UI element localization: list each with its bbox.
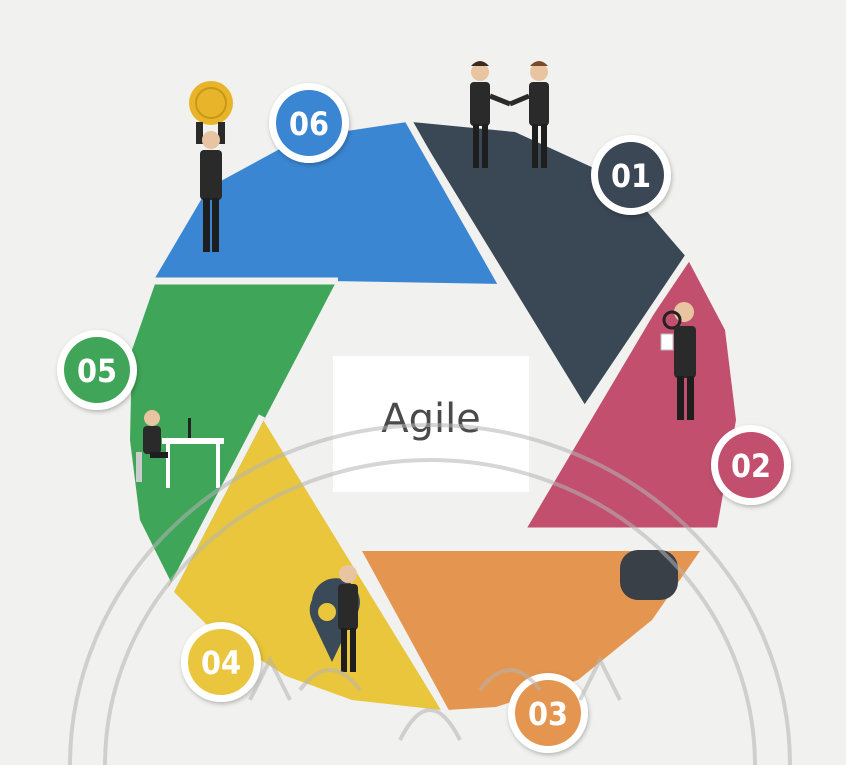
location-pin-person-icon <box>309 565 360 672</box>
badge-05: 05 <box>57 330 137 410</box>
badge-06-label: 06 <box>289 105 329 143</box>
handshake-icon <box>470 61 549 168</box>
badge-06: 06 <box>269 83 349 163</box>
badge-02: 02 <box>711 425 791 505</box>
badge-03-label: 03 <box>528 695 568 733</box>
center-label: Agile <box>381 396 481 442</box>
segment-03 <box>357 551 700 710</box>
badge-04: 04 <box>181 622 261 702</box>
badge-04-label: 04 <box>201 644 241 682</box>
badge-03: 03 <box>508 673 588 753</box>
desk-worker-icon <box>136 410 224 488</box>
magnifier-person-icon <box>660 302 696 420</box>
badge-01-label: 01 <box>611 157 651 195</box>
segment-05 <box>130 284 335 590</box>
badge-02-label: 02 <box>731 447 771 485</box>
badge-01: 01 <box>591 135 671 215</box>
segment-02 <box>527 258 736 528</box>
badge-05-label: 05 <box>77 352 117 390</box>
coin-person-icon <box>189 81 233 252</box>
institution-seal-icon <box>68 423 792 765</box>
segment-06 <box>155 122 503 284</box>
gear-icon <box>620 550 678 600</box>
